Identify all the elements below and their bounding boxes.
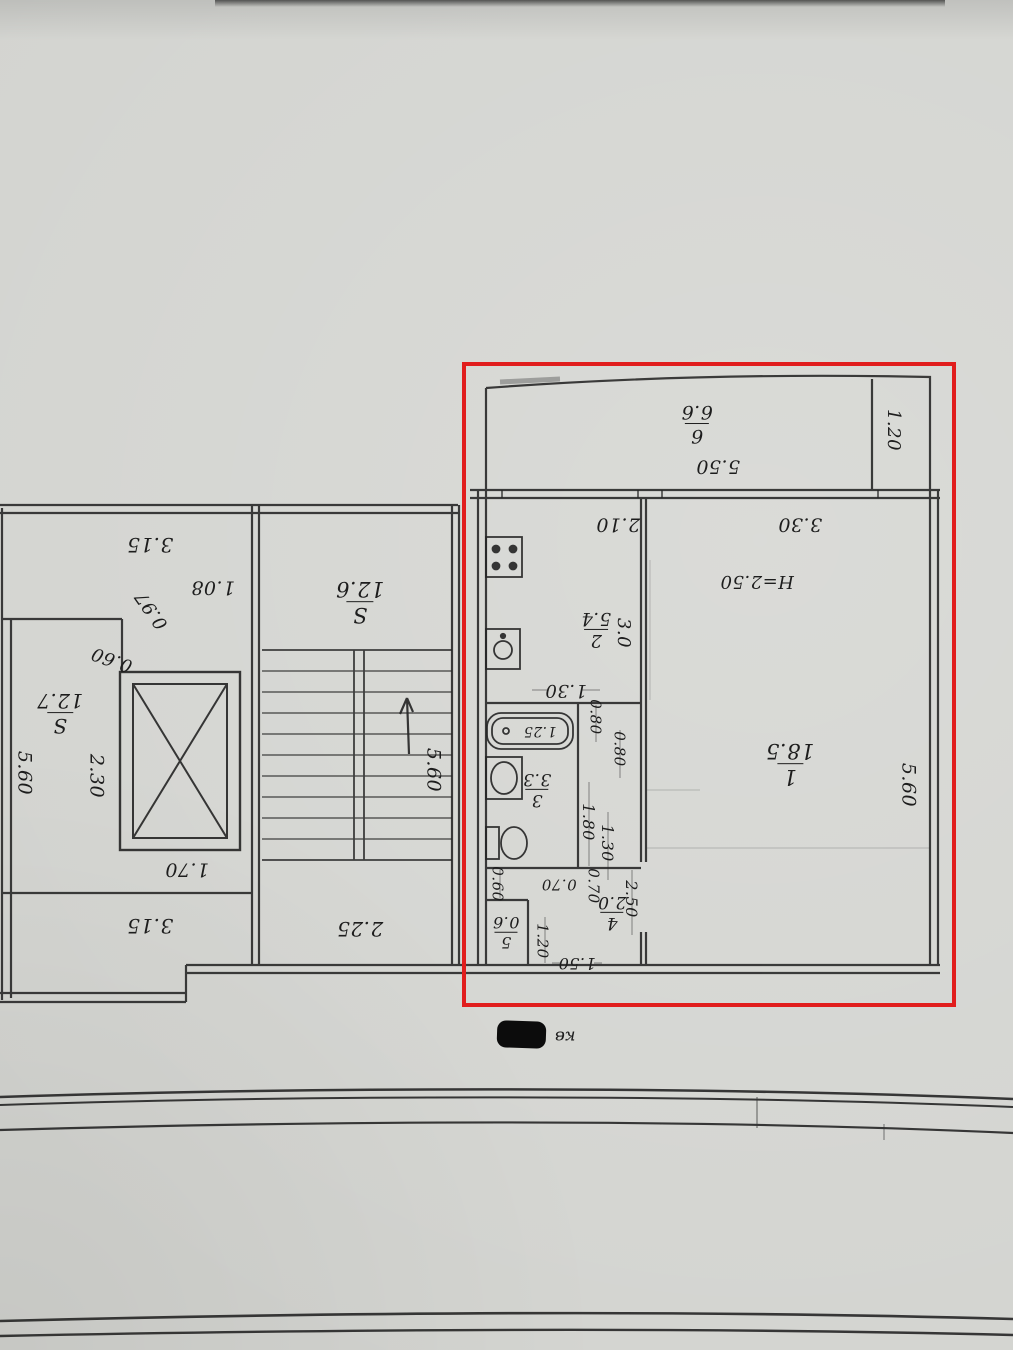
photo-smudge xyxy=(499,376,561,385)
highlight-box xyxy=(462,362,956,1007)
dim-1-80: 1.80 xyxy=(579,803,598,841)
dim-1-20-hall: 1.20 xyxy=(533,923,552,959)
dim-5-60-left: 5.60 xyxy=(13,750,36,796)
dim-0-80-b: 0.80 xyxy=(610,731,629,767)
photo-top-edge-shadow xyxy=(215,0,945,7)
dim-2-25: 2.25 xyxy=(336,917,384,941)
dim-1-30-bath: 1.30 xyxy=(598,824,617,862)
dim-3-15-upper-left: 3.15 xyxy=(126,533,174,557)
dim-0-97: 0.97 xyxy=(130,587,173,634)
dim-0-60-elevator: 0.60 xyxy=(88,642,136,677)
washbasin-icon xyxy=(485,756,523,800)
dim-1-50: 1.50 xyxy=(558,954,596,973)
dim-5-50: 5.50 xyxy=(695,455,741,478)
wall-ticks xyxy=(501,490,879,498)
corridor-lines xyxy=(0,1088,1013,1338)
kitchen-sink-icon xyxy=(485,628,521,670)
stove-icon xyxy=(485,536,523,578)
up-arrow-icon xyxy=(398,697,415,755)
elevator-shaft xyxy=(118,670,242,852)
kv-label: кв xyxy=(554,1026,576,1047)
dim-3-0: 3.0 xyxy=(613,617,634,649)
dim-2-30: 2.30 xyxy=(85,753,108,799)
stairs xyxy=(262,649,452,861)
building-walls xyxy=(0,374,940,1004)
dim-5-60-stairs: 5.60 xyxy=(422,747,445,793)
dim-1-70: 1.70 xyxy=(164,858,210,881)
dimension-lines xyxy=(499,689,633,964)
dim-2-50: 2.50 xyxy=(622,880,641,918)
dim-0-70-a: 0.70 xyxy=(541,875,577,894)
dim-1-25-bathtub: 1.25 xyxy=(523,723,557,739)
dim-0-80-a: 0.80 xyxy=(586,699,605,735)
dim-1-30-kitchen: 1.30 xyxy=(544,680,588,701)
note-ceiling-height: H=2.50 xyxy=(720,571,794,592)
dim-3-15-lower-left: 3.15 xyxy=(126,914,174,938)
bathtub-icon xyxy=(486,712,574,750)
dim-3-30: 3.30 xyxy=(777,513,823,536)
dim-2-10: 2.10 xyxy=(595,513,641,536)
dim-5-60-living: 5.60 xyxy=(897,762,920,808)
dim-1-08: 1.08 xyxy=(190,576,236,599)
dim-1-20-balcony: 1.20 xyxy=(883,408,904,452)
dim-0-60-hall: 0.60 xyxy=(488,866,507,902)
toilet-icon xyxy=(485,826,528,860)
construction-lines xyxy=(647,560,930,849)
